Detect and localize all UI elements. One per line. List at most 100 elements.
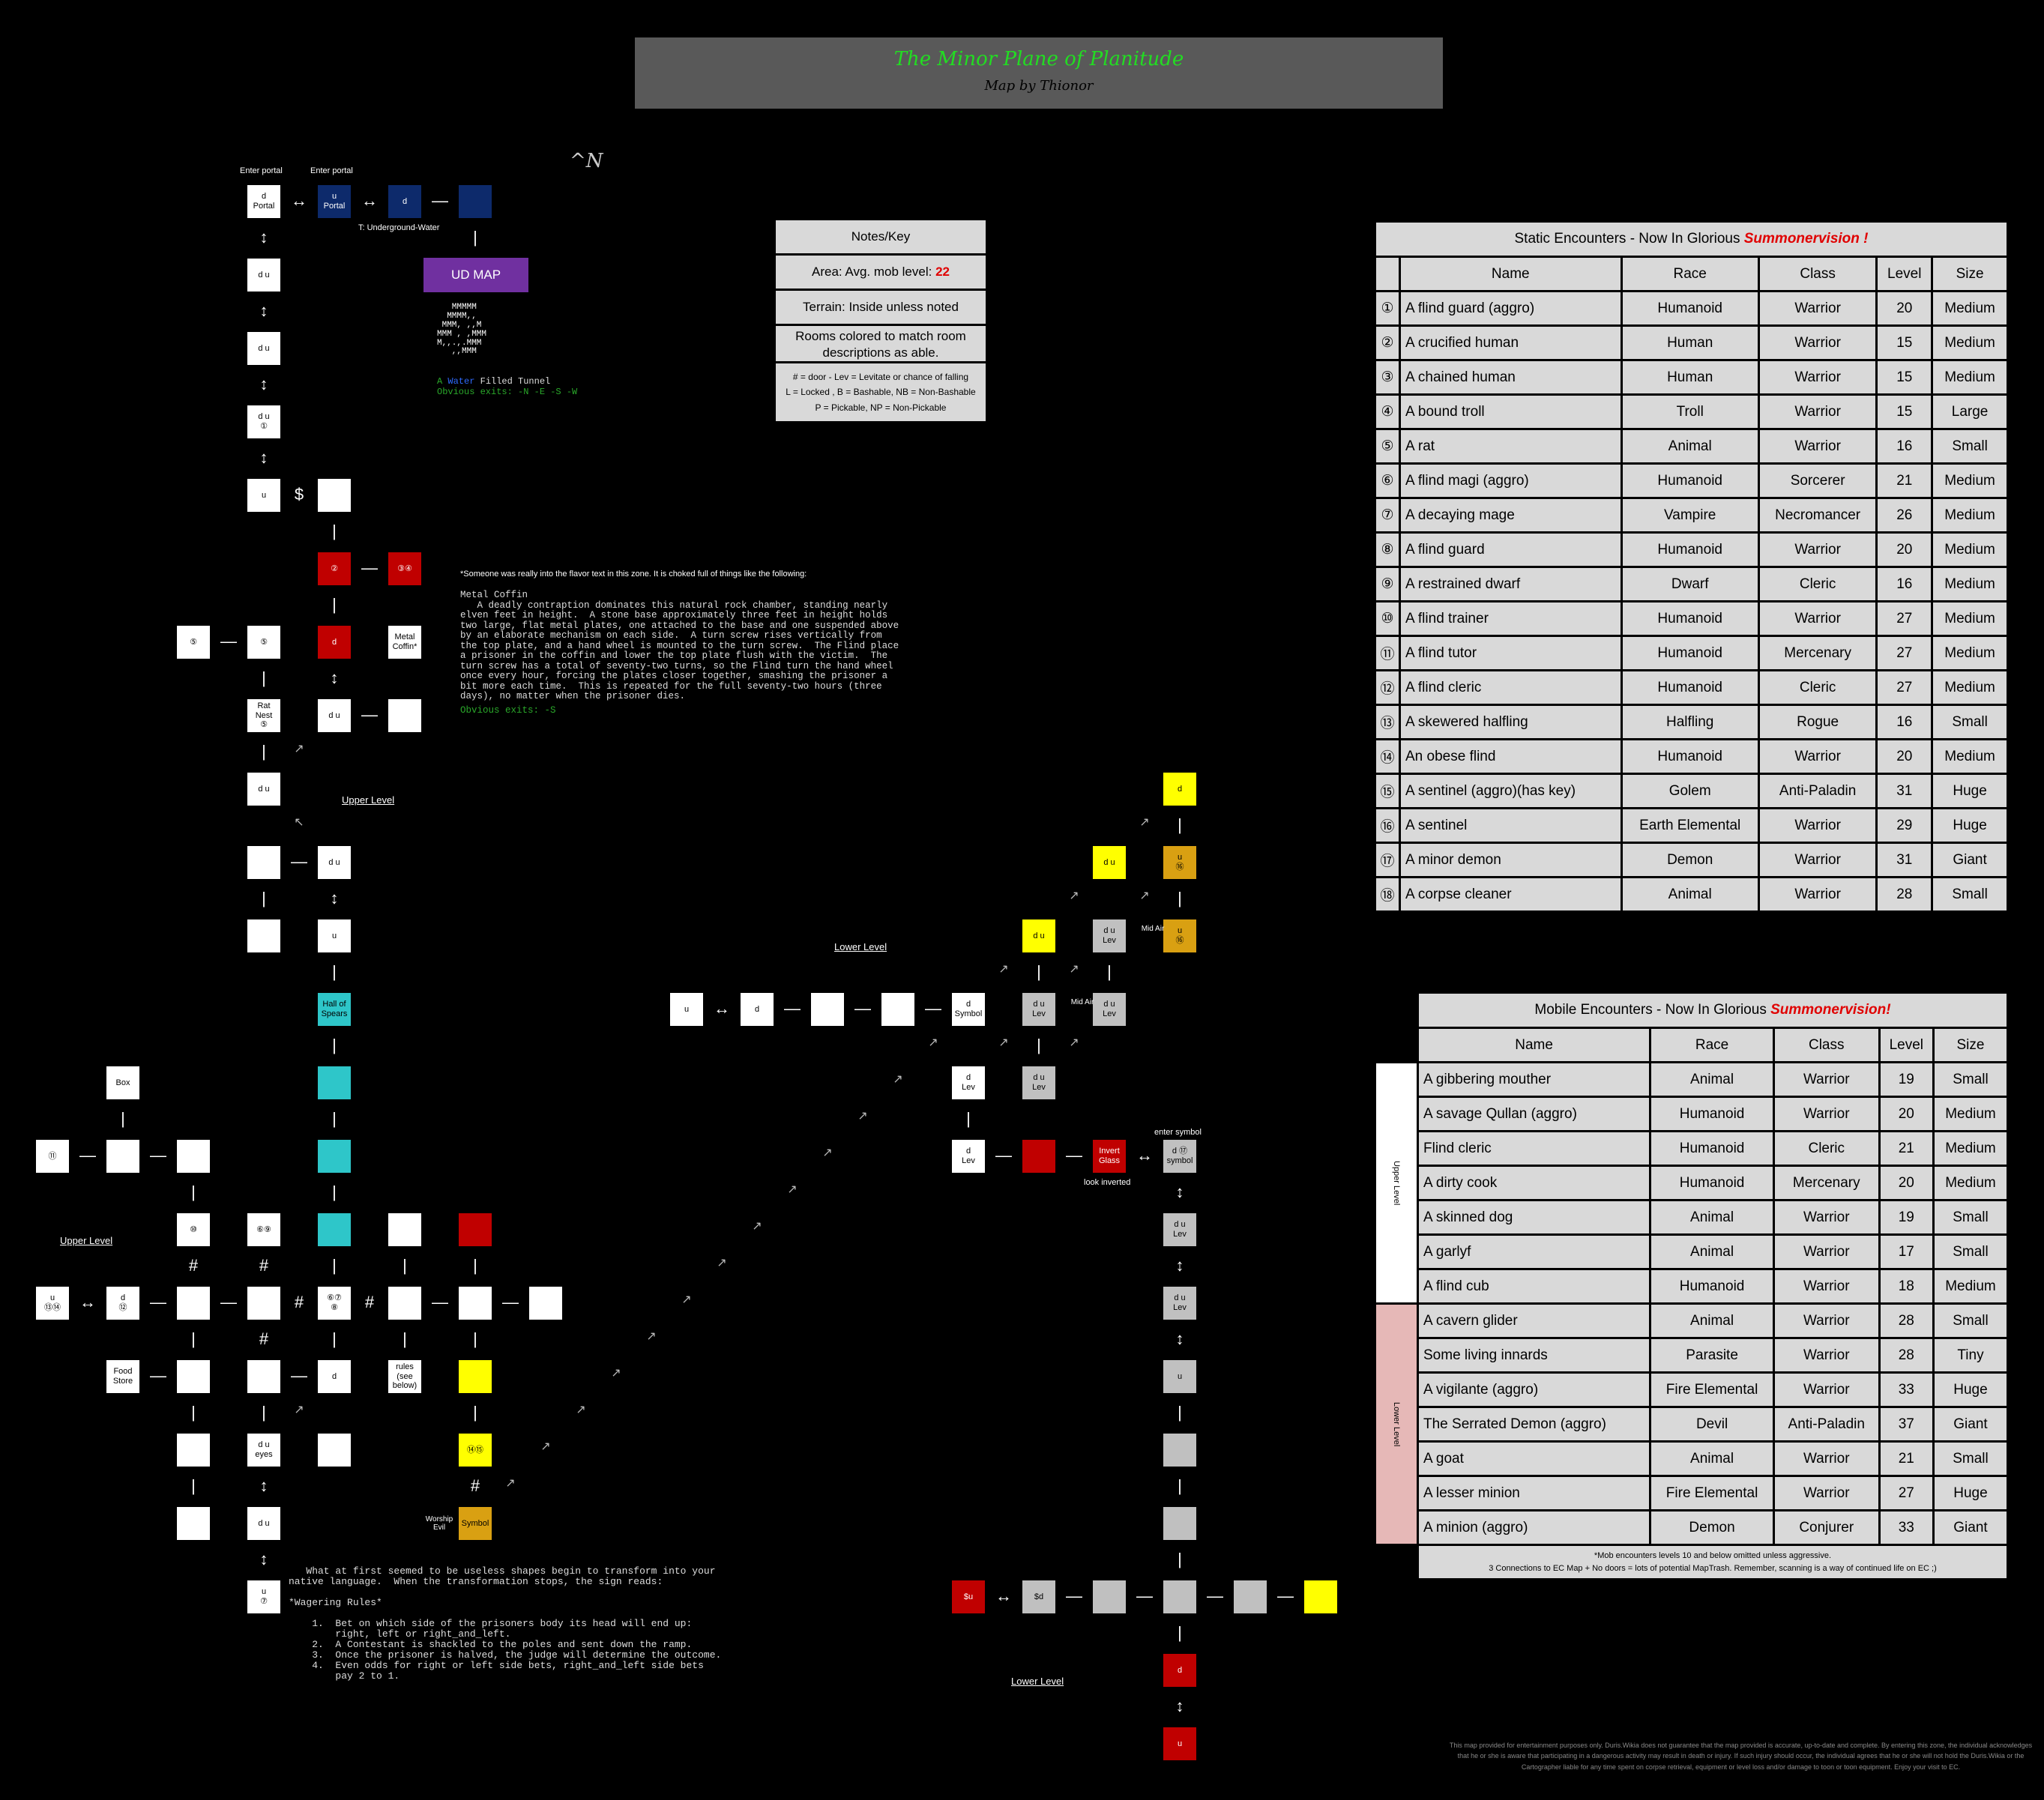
map-annotation: look inverted [1084, 1178, 1131, 1187]
map-room [388, 699, 421, 732]
map-connector: | [191, 1476, 196, 1495]
mob-class: Warrior [1772, 1199, 1881, 1236]
ud-caption: A Water Filled Tunnel [437, 377, 550, 387]
mob-class: Warrior [1772, 1268, 1881, 1305]
mob-race: Animal [1649, 1440, 1775, 1477]
column-header: Race [1649, 1027, 1775, 1063]
room-label: ⑥⑦ [327, 1293, 342, 1303]
room-label: d u [258, 270, 270, 280]
map-connector: ↕ [330, 668, 339, 687]
column-header: Size [1932, 1027, 2010, 1063]
map-room [177, 1434, 210, 1467]
title-banner: The Minor Plane of Planitude Map by Thio… [635, 37, 1443, 109]
map-connector: — [220, 632, 237, 650]
notes-key-legend: # = door - Lev = Levitate or chance of f… [776, 363, 986, 421]
mob-level: 27 [1878, 1475, 1935, 1511]
mob-class: Mercenary [1772, 1165, 1881, 1201]
mob-name: A flind cub [1416, 1268, 1652, 1305]
mob-number: ⑱ [1374, 876, 1401, 913]
mob-name: A minor demon [1399, 842, 1623, 878]
mob-level: 26 [1875, 497, 1934, 534]
map-connector: # [294, 1293, 304, 1311]
mob-level: 31 [1875, 842, 1934, 878]
mob-level: 21 [1878, 1130, 1935, 1167]
map-room: u [247, 479, 280, 512]
room-label: Lev [1103, 1009, 1116, 1018]
map-connector: ↗ [787, 1183, 798, 1196]
caption-text: Static Encounters - Now In Glorious [1514, 231, 1744, 247]
room-label: ⑤ [260, 720, 268, 730]
mob-level: 28 [1878, 1337, 1935, 1374]
map-connector: | [473, 228, 477, 247]
room-label: u [261, 490, 267, 500]
room-label: ⑥⑨ [256, 1224, 271, 1234]
mob-level: 17 [1878, 1233, 1935, 1270]
room-label: ⑤ [190, 637, 197, 647]
map-connector: $ [294, 485, 304, 504]
mob-name: An obese flind [1399, 738, 1623, 775]
mob-number: ④ [1374, 393, 1401, 430]
room-label: u [1177, 1371, 1183, 1381]
mob-race: Humanoid [1620, 669, 1760, 706]
room-label: d [965, 1073, 971, 1083]
map-connector: — [1136, 1586, 1153, 1605]
column-header: Level [1878, 1027, 1935, 1063]
mob-size: Huge [1931, 773, 2009, 809]
mob-race: Dwarf [1620, 566, 1760, 602]
column-header: Name [1416, 1027, 1652, 1063]
room-label: Symbol [954, 1009, 983, 1018]
mob-size: Medium [1932, 1096, 2010, 1132]
mob-class: Warrior [1757, 842, 1878, 878]
map-connector: ↗ [576, 1404, 586, 1416]
mob-name: A bound troll [1399, 393, 1623, 430]
mob-level: 15 [1875, 359, 1934, 396]
map-connector: — [502, 1293, 519, 1311]
room-label: d u [258, 1440, 270, 1450]
map-room [247, 846, 280, 879]
room-label: Lev [1103, 936, 1116, 945]
mob-race: Humanoid [1620, 462, 1760, 499]
caption-highlight: Summonervision! [1770, 1002, 1891, 1018]
mob-level: 15 [1875, 324, 1934, 361]
map-subtitle: Map by Thionor [984, 78, 1094, 94]
room-label: Rat [257, 701, 271, 711]
notes-area-level: Area: Avg. mob level: 22 [776, 256, 986, 291]
room-label: d u [1033, 931, 1045, 940]
room-label: d u [1033, 1073, 1045, 1083]
mob-race: Humanoid [1620, 600, 1760, 637]
mob-number: ⑥ [1374, 462, 1401, 499]
mob-size: Medium [1932, 1268, 2010, 1305]
map-room: ⑥⑨ [247, 1213, 280, 1246]
column-header: Name [1399, 256, 1623, 292]
mob-size: Medium [1931, 324, 2009, 361]
map-connector: ↗ [1069, 1036, 1079, 1049]
mob-class: Warrior [1757, 324, 1878, 361]
mob-number: ⑭ [1374, 738, 1401, 775]
mob-size: Medium [1931, 738, 2009, 775]
room-label: u [684, 1004, 690, 1014]
mob-class: Warrior [1757, 290, 1878, 327]
ud-map-button[interactable]: UD MAP [423, 258, 528, 292]
map-connector: ↔ [291, 191, 307, 210]
map-room [1304, 1580, 1337, 1613]
map-room [811, 993, 844, 1026]
map-room [177, 1287, 210, 1320]
mob-level: 15 [1875, 393, 1934, 430]
map-connector: — [291, 852, 307, 871]
room-label: Invert [1099, 1147, 1120, 1156]
mob-number: ⑫ [1374, 669, 1401, 706]
room-label: d u [1103, 926, 1115, 936]
map-connector: | [1178, 1403, 1182, 1422]
